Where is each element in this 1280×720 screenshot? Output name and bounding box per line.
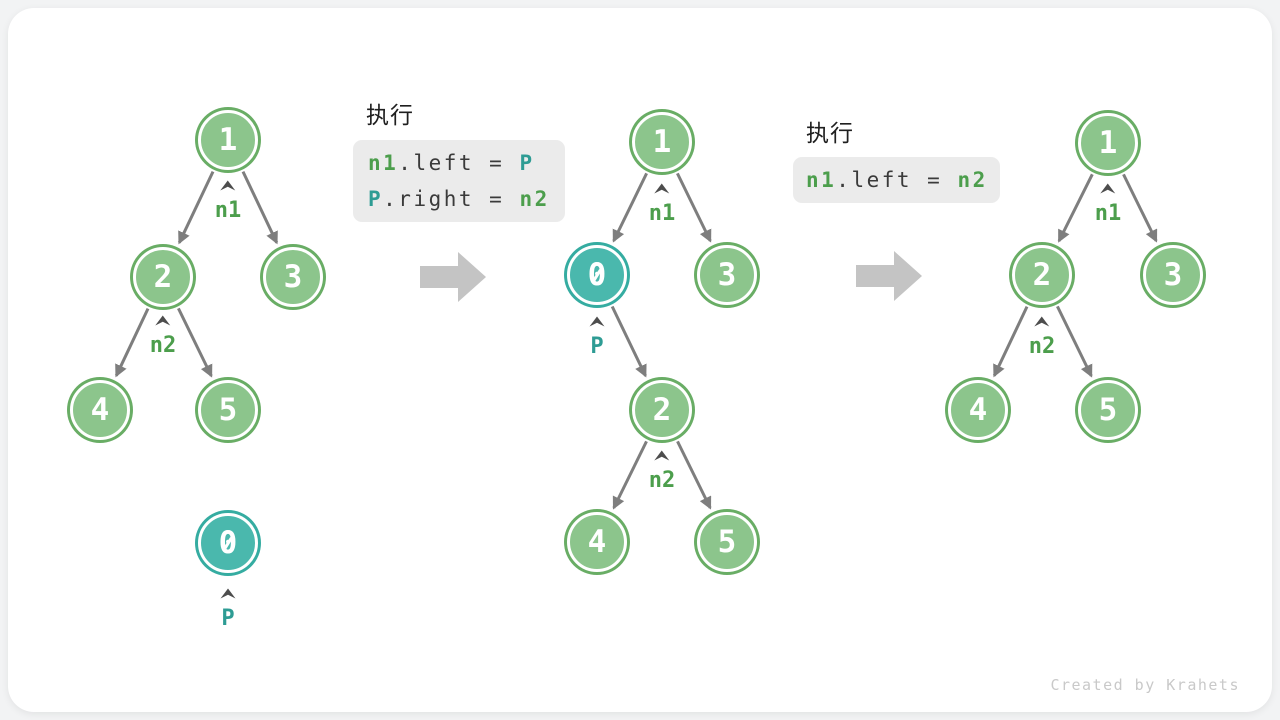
pointer-n1: n1	[214, 180, 242, 223]
pointer-label-n2: n2	[648, 468, 676, 493]
pointer-P: P	[589, 316, 605, 358]
tree-node-4: 4	[948, 380, 1008, 440]
tree-node-2: 2	[133, 247, 193, 307]
code-token-n1: n1	[368, 151, 399, 175]
caret-up-icon	[1100, 183, 1116, 194]
caret-up-icon	[589, 316, 605, 327]
caret-up-icon	[654, 450, 670, 461]
tree-node-4: 4	[70, 380, 130, 440]
transition-arrow-icon	[856, 251, 922, 301]
tree-node-5: 5	[198, 380, 258, 440]
pointer-n1: n1	[1094, 183, 1122, 226]
pointer-label-n1: n1	[1094, 201, 1122, 226]
code-token-n2: n2	[519, 187, 550, 211]
pointer-n2: n2	[1028, 316, 1056, 359]
tree-node-3: 3	[263, 247, 323, 307]
code-token-n2: n2	[957, 168, 988, 192]
tree-node-1: 1	[632, 112, 692, 172]
tree-node-2: 2	[1012, 245, 1072, 305]
tree-node-4: 4	[567, 512, 627, 572]
caret-up-icon	[654, 183, 670, 194]
code-token-n1: n1	[806, 168, 837, 192]
pointer-label-n1: n1	[648, 201, 676, 226]
code-line: n1.left = P	[368, 145, 550, 181]
tree-node-0: 0	[198, 513, 258, 573]
pointer-n2: n2	[648, 450, 676, 493]
pointer-label-n2: n2	[1028, 334, 1056, 359]
pointer-n2: n2	[149, 315, 177, 358]
caret-up-icon	[1034, 316, 1050, 327]
pointer-n1: n1	[648, 183, 676, 226]
code-block-2: n1.left = n2	[793, 157, 1000, 203]
tree-node-5: 5	[697, 512, 757, 572]
pointer-P: P	[220, 588, 236, 630]
code-token-P: P	[519, 151, 535, 175]
caret-up-icon	[155, 315, 171, 326]
code-line: n1.left = n2	[806, 157, 987, 203]
transition-arrow-icon	[420, 252, 486, 302]
caret-up-icon	[220, 588, 236, 599]
code-token-left: .left =	[836, 168, 958, 192]
code-token-right: .right =	[383, 187, 520, 211]
pointer-label-n2: n2	[149, 333, 177, 358]
code-token-left: .left =	[398, 151, 520, 175]
tree-node-3: 3	[1143, 245, 1203, 305]
exec-label-2: 执行	[806, 121, 854, 147]
tree-node-5: 5	[1078, 380, 1138, 440]
pointer-label-n1: n1	[214, 198, 242, 223]
caret-up-icon	[220, 180, 236, 191]
tree-node-3: 3	[697, 245, 757, 305]
pointer-label-P: P	[590, 334, 604, 359]
figure-card	[8, 8, 1272, 712]
watermark: Created by Krahets	[1050, 676, 1240, 694]
tree-node-0: 0	[567, 245, 627, 305]
code-line: P.right = n2	[368, 181, 550, 217]
tree-node-1: 1	[1078, 113, 1138, 173]
exec-label-1: 执行	[366, 103, 414, 129]
tree-node-2: 2	[632, 380, 692, 440]
tree-node-1: 1	[198, 110, 258, 170]
code-token-P: P	[368, 187, 384, 211]
pointer-label-P: P	[221, 606, 235, 631]
